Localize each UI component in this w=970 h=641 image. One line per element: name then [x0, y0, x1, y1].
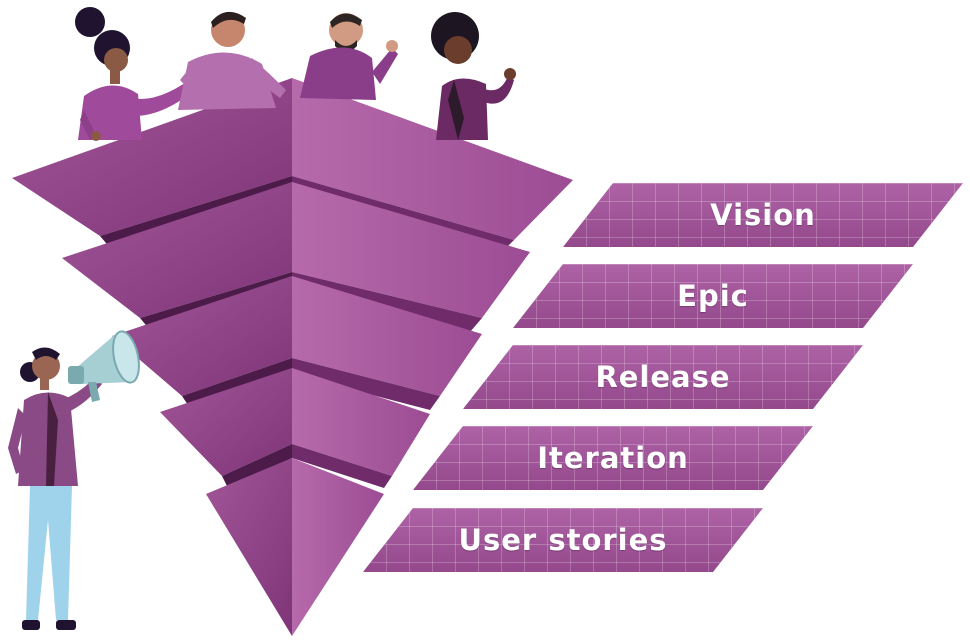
level-label-vision: Vision [710, 198, 816, 232]
level-band-epic: Epic [513, 264, 913, 328]
level-label-release: Release [595, 360, 731, 394]
level-band-release: Release [463, 345, 863, 409]
person-icon [178, 11, 286, 110]
person-icon [75, 7, 209, 141]
level-label-epic: Epic [677, 279, 749, 313]
level-band-user-stories: User stories [363, 508, 763, 572]
person-icon [300, 13, 398, 100]
person-with-megaphone [8, 330, 140, 630]
level-band-iteration: Iteration [413, 426, 813, 490]
funnel-tier-epic [62, 182, 530, 332]
person-icon [8, 347, 102, 630]
team-group [75, 7, 516, 141]
funnel [12, 78, 573, 636]
level-label-user-stories: User stories [458, 523, 668, 557]
level-band-vision: Vision [563, 183, 963, 247]
person-icon [431, 12, 516, 140]
funnel-tier-iteration [160, 368, 430, 488]
megaphone-icon [68, 330, 140, 402]
funnel-tier-user-stories [206, 458, 384, 636]
level-label-iteration: Iteration [537, 441, 689, 475]
